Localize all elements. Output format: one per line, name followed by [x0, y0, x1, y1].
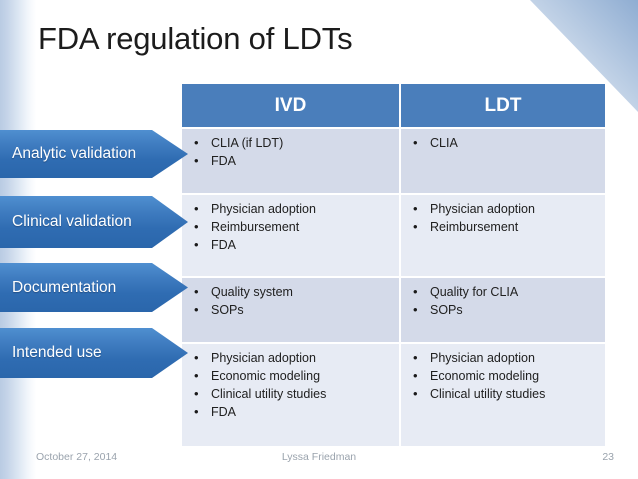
list-item: Quality for CLIA	[409, 283, 601, 301]
list-item: FDA	[190, 403, 395, 421]
table-row: Physician adoption Economic modeling Cli…	[182, 342, 605, 447]
cell-ivd-clinical-validation: Physician adoption Reimbursement FDA	[182, 193, 400, 278]
bullet-list: Physician adoption Reimbursement	[409, 200, 601, 236]
arrow-shape-icon	[0, 263, 188, 312]
arrow-label-documentation: Documentation	[0, 263, 188, 312]
arrow-shape-icon	[0, 196, 188, 248]
arrow-label-text: Documentation	[12, 279, 117, 296]
bullet-list: Quality for CLIA SOPs	[409, 283, 601, 319]
arrow-label-analytic-validation: Analytic validation	[0, 130, 188, 178]
cell-ivd-intended-use: Physician adoption Economic modeling Cli…	[182, 342, 400, 447]
arrow-label-text: Intended use	[12, 344, 102, 361]
list-item: Quality system	[190, 283, 395, 301]
arrow-label-text: Clinical validation	[12, 213, 132, 230]
table-row: Quality system SOPs Quality for CLIA SOP…	[182, 276, 605, 344]
list-item: SOPs	[190, 301, 395, 319]
page-title: FDA regulation of LDTs	[38, 21, 353, 56]
cell-ldt-clinical-validation: Physician adoption Reimbursement	[399, 193, 605, 278]
list-item: Physician adoption	[190, 349, 395, 367]
comparison-table: IVD LDT CLIA (if LDT) FDA CLIA	[182, 84, 605, 447]
list-item: Physician adoption	[409, 200, 601, 218]
cell-ivd-analytic-validation: CLIA (if LDT) FDA	[182, 127, 400, 195]
list-item: CLIA	[409, 134, 601, 152]
list-item: Physician adoption	[409, 349, 601, 367]
list-item: Economic modeling	[190, 367, 395, 385]
footer-date: October 27, 2014	[36, 451, 118, 463]
table-header-row: IVD LDT	[182, 84, 605, 128]
list-item: Reimbursement	[409, 218, 601, 236]
bullet-list: CLIA (if LDT) FDA	[190, 134, 395, 170]
arrow-label-clinical-validation: Clinical validation	[0, 196, 188, 248]
arrow-shape-icon	[0, 130, 188, 178]
arrow-label-intended-use: Intended use	[0, 328, 188, 378]
bullet-list: Physician adoption Economic modeling Cli…	[190, 349, 395, 421]
bullet-list: Quality system SOPs	[190, 283, 395, 319]
list-item: SOPs	[409, 301, 601, 319]
footer-author: Lyssa Friedman	[281, 451, 357, 463]
cell-ldt-documentation: Quality for CLIA SOPs	[399, 276, 605, 344]
list-item: Clinical utility studies	[409, 385, 601, 403]
bullet-list: Physician adoption Economic modeling Cli…	[409, 349, 601, 403]
list-item: FDA	[190, 152, 395, 170]
bullet-list: CLIA	[409, 134, 601, 152]
column-header-ldt: LDT	[399, 84, 605, 128]
list-item: Clinical utility studies	[190, 385, 395, 403]
cell-ldt-intended-use: Physician adoption Economic modeling Cli…	[399, 342, 605, 447]
table-row: Physician adoption Reimbursement FDA Phy…	[182, 193, 605, 278]
arrow-label-text: Analytic validation	[12, 145, 137, 162]
table-row: CLIA (if LDT) FDA CLIA	[182, 127, 605, 195]
arrow-shape-icon	[0, 328, 188, 378]
list-item: CLIA (if LDT)	[190, 134, 395, 152]
list-item: Economic modeling	[409, 367, 601, 385]
column-header-ivd: IVD	[182, 84, 400, 128]
corner-wedge-decoration	[530, 0, 638, 112]
bullet-list: Physician adoption Reimbursement FDA	[190, 200, 395, 254]
list-item: Physician adoption	[190, 200, 395, 218]
cell-ivd-documentation: Quality system SOPs	[182, 276, 400, 344]
list-item: Reimbursement	[190, 218, 395, 236]
footer-page-number: 23	[602, 451, 614, 463]
list-item: FDA	[190, 236, 395, 254]
cell-ldt-analytic-validation: CLIA	[399, 127, 605, 195]
slide-footer: October 27, 2014 Lyssa Friedman 23	[0, 439, 638, 479]
